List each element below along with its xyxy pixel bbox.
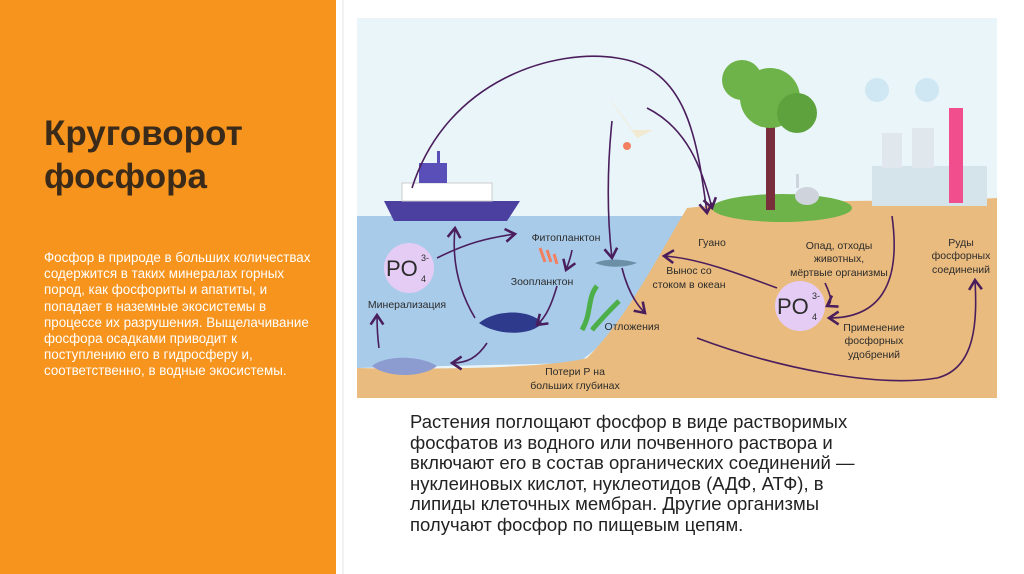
label-phytoplankton: Фитопланктон	[532, 232, 601, 244]
label-runoff: Вынос со	[666, 265, 712, 277]
fish-icon	[479, 312, 542, 333]
title-panel: Круговорот фосфора Фосфор в природе в бо…	[0, 0, 336, 574]
slide-description: Фосфор в природе в больших количествах с…	[44, 250, 311, 379]
svg-text:PO: PO	[777, 294, 809, 319]
svg-text:PO: PO	[386, 256, 418, 281]
label-runoff-2: стоком в океан	[653, 279, 726, 291]
svg-text:3-: 3-	[812, 291, 820, 301]
seaweed-icon	[579, 284, 621, 332]
label-fertilizers-3: удобрений	[848, 349, 900, 361]
phosphorus-cycle-diagram: PO 3- 4 PO 3- 4 Фитопланктон Зоопланктон…	[357, 18, 997, 398]
po4-land: PO 3- 4	[775, 281, 825, 331]
label-litter-3: мёртвые организмы	[790, 267, 888, 279]
svg-text:4: 4	[812, 312, 817, 322]
svg-text:3-: 3-	[421, 253, 429, 263]
slide-body-text: Растения поглощают фосфор в виде раствор…	[410, 411, 855, 535]
label-guano: Гуано	[698, 237, 726, 249]
label-fertilizers: Применение	[843, 322, 905, 334]
small-fish-icon	[595, 259, 637, 267]
label-litter-2: животных,	[814, 253, 864, 265]
label-deep-loss-2: больших глубинах	[530, 380, 620, 392]
label-litter: Опад, отходы	[806, 240, 873, 252]
label-ores-3: соединений	[932, 264, 990, 276]
fish-icon	[372, 357, 437, 375]
factory-icon	[865, 78, 987, 206]
label-ores-2: фосфорных	[932, 250, 991, 262]
label-zooplankton: Зоопланктон	[511, 276, 574, 288]
plankton-icon	[538, 247, 559, 265]
ground	[357, 198, 997, 398]
ship-icon	[384, 151, 520, 221]
divider	[342, 0, 344, 574]
label-deep-loss: Потери Р на	[545, 366, 605, 378]
bird-icon	[609, 98, 653, 150]
label-fertilizers-2: фосфорных	[845, 335, 904, 347]
label-ores: Руды	[948, 237, 974, 249]
po4-ocean: PO 3- 4	[384, 243, 434, 293]
label-sediments: Отложения	[605, 321, 660, 333]
svg-text:4: 4	[421, 274, 426, 284]
slide-title: Круговорот фосфора	[44, 114, 243, 196]
cycle-arrows	[369, 55, 983, 382]
rabbit-icon	[795, 174, 819, 205]
label-mineralization: Минерализация	[368, 299, 446, 311]
tree-icon	[712, 60, 852, 222]
